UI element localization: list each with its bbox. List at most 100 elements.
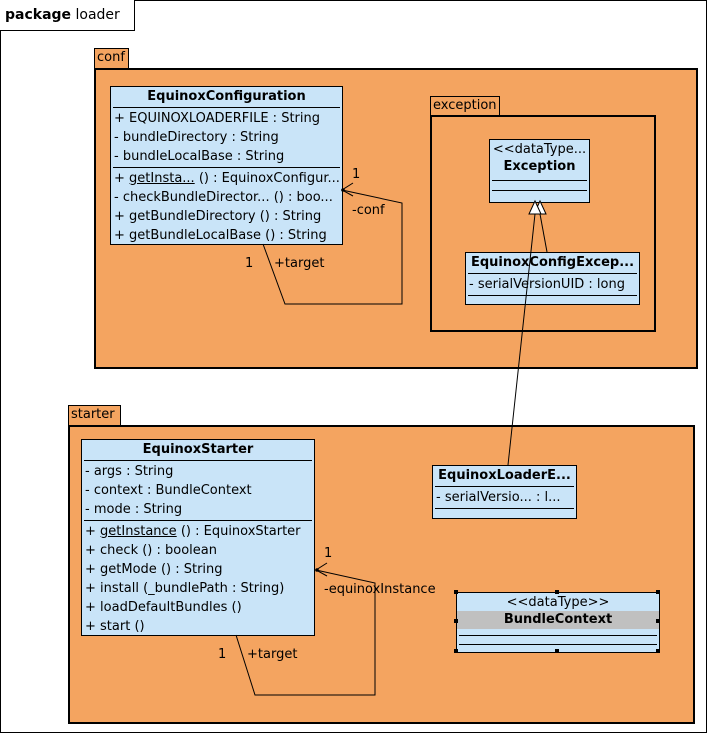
operation-signature: () : String [261, 228, 327, 243]
conf-package-name: conf [97, 50, 125, 65]
operation: - checkBundleDirector... () : boo... [111, 188, 342, 207]
resize-handle[interactable] [656, 590, 660, 594]
package-keyword: package [5, 7, 72, 23]
operation: + getMode () : String [82, 560, 314, 579]
resize-handle[interactable] [656, 619, 660, 623]
stereotype-label: <<dataType>> [506, 595, 610, 610]
resize-handle[interactable] [555, 590, 559, 594]
class-divider [435, 486, 574, 487]
visibility: + [114, 171, 130, 186]
operation-name: getInsta... [129, 171, 195, 186]
operation: + getBundleLocalBase () : String [111, 226, 342, 245]
operation: + getInstance () : EquinoxStarter [82, 522, 314, 541]
operation: + getInsta... () : EquinoxConfigur... [111, 169, 342, 188]
inheritance-triangle [528, 199, 542, 215]
attribute: + EQUINOXLOADERFILE : String [114, 111, 320, 126]
visibility: + [85, 619, 101, 634]
visibility: + [85, 562, 101, 577]
role-label: -equinoxInstance [324, 582, 436, 597]
class-name: EquinoxConfiguration [147, 89, 306, 104]
operation: + start () [82, 617, 314, 636]
resize-handle[interactable] [454, 590, 458, 594]
generalization-loader-exception[interactable] [507, 213, 536, 466]
operation-name: getInstance [100, 524, 177, 539]
attribute: - bundleDirectory : String [114, 130, 279, 145]
self-association-conf[interactable] [262, 189, 403, 305]
resize-handle[interactable] [555, 649, 559, 653]
class-divider [459, 635, 657, 636]
operation-signature: () : EquinoxStarter [176, 524, 301, 539]
operations-list: + getInsta... () : EquinoxConfigur...- c… [111, 169, 342, 245]
visibility: + [85, 581, 101, 596]
operation-signature: () : String [156, 562, 223, 577]
attribute: - serialVersio... : l... [436, 490, 561, 505]
class-name: Exception [503, 159, 576, 174]
multiplicity-label: 1 [324, 546, 333, 561]
operation-signature: () : String [255, 209, 322, 224]
operation-name: start [100, 619, 131, 634]
operation-signature: () : boolean [138, 543, 217, 558]
exception-datatype[interactable]: <<dataType... Exception [489, 139, 590, 203]
visibility: + [114, 209, 130, 224]
multiplicity-label: 1 [218, 647, 227, 662]
role-label: +target [274, 256, 325, 271]
association-end-dot [315, 568, 319, 572]
operation: + check () : boolean [82, 541, 314, 560]
class-name: EquinoxConfigExcep... [470, 255, 635, 270]
attribute: - context : BundleContext [85, 483, 252, 498]
operation-name: checkBundleDirector... [122, 190, 270, 205]
role-label: -conf [352, 203, 385, 218]
operation-signature: (_bundlePath : String) [138, 581, 285, 596]
operation-signature: () [130, 619, 145, 634]
operation-signature: () : EquinoxConfigur... [194, 171, 340, 186]
association-end-dot [341, 188, 345, 192]
conf-package-tab[interactable]: conf [94, 48, 129, 69]
visibility: + [85, 600, 101, 615]
operations-list: + getInstance () : EquinoxStarter+ check… [82, 522, 314, 636]
operation-signature: () [227, 600, 242, 615]
resize-handle[interactable] [656, 649, 660, 653]
operation-name: loadDefaultBundles [100, 600, 228, 615]
class-name: BundleContext [457, 611, 659, 629]
class-divider [492, 180, 587, 181]
operation-name: getBundleLocalBase [129, 228, 261, 243]
operation: + getBundleDirectory () : String [111, 207, 342, 226]
class-divider [435, 508, 574, 509]
equinox-config-exception-class[interactable]: EquinoxConfigExcep... - serialVersionUID… [465, 252, 640, 305]
class-divider [492, 190, 587, 191]
equinox-starter-class[interactable]: EquinoxStarter - args : String - context… [81, 439, 315, 636]
role-label: +target [247, 647, 298, 662]
resize-handle[interactable] [454, 619, 458, 623]
exception-package-name: exception [433, 98, 497, 113]
operation-name: getBundleDirectory [129, 209, 256, 224]
attribute: - serialVersionUID : long [469, 277, 625, 292]
starter-package-tab[interactable]: starter [68, 405, 121, 426]
operation: + loadDefaultBundles () [82, 598, 314, 617]
class-divider [468, 273, 637, 274]
visibility: + [85, 524, 101, 539]
exception-package-tab[interactable]: exception [430, 96, 500, 116]
starter-package-name: starter [71, 407, 115, 422]
operation: + install (_bundlePath : String) [82, 579, 314, 598]
visibility: + [114, 228, 130, 243]
resize-handle[interactable] [454, 649, 458, 653]
equinox-loader-exception-class[interactable]: EquinoxLoaderE... - serialVersio... : l.… [432, 465, 577, 519]
frame-title: package loader [0, 0, 135, 31]
package-name: loader [75, 7, 120, 23]
self-association-equinox-instance[interactable] [235, 569, 376, 696]
multiplicity-label: 1 [352, 167, 361, 182]
multiplicity-label: 1 [245, 256, 254, 271]
bundle-context-datatype[interactable]: <<dataType>> BundleContext [456, 592, 660, 653]
class-divider [113, 107, 340, 108]
class-divider [84, 520, 312, 521]
class-divider [113, 167, 340, 168]
attribute: - mode : String [85, 502, 183, 517]
class-divider [459, 644, 657, 645]
generalization-config-exception[interactable] [539, 213, 548, 253]
equinox-configuration-class[interactable]: EquinoxConfiguration + EQUINOXLOADERFILE… [110, 86, 343, 245]
class-divider [84, 460, 312, 461]
visibility: - [114, 190, 123, 205]
operation-name: check [100, 543, 139, 558]
operation-name: getMode [100, 562, 157, 577]
